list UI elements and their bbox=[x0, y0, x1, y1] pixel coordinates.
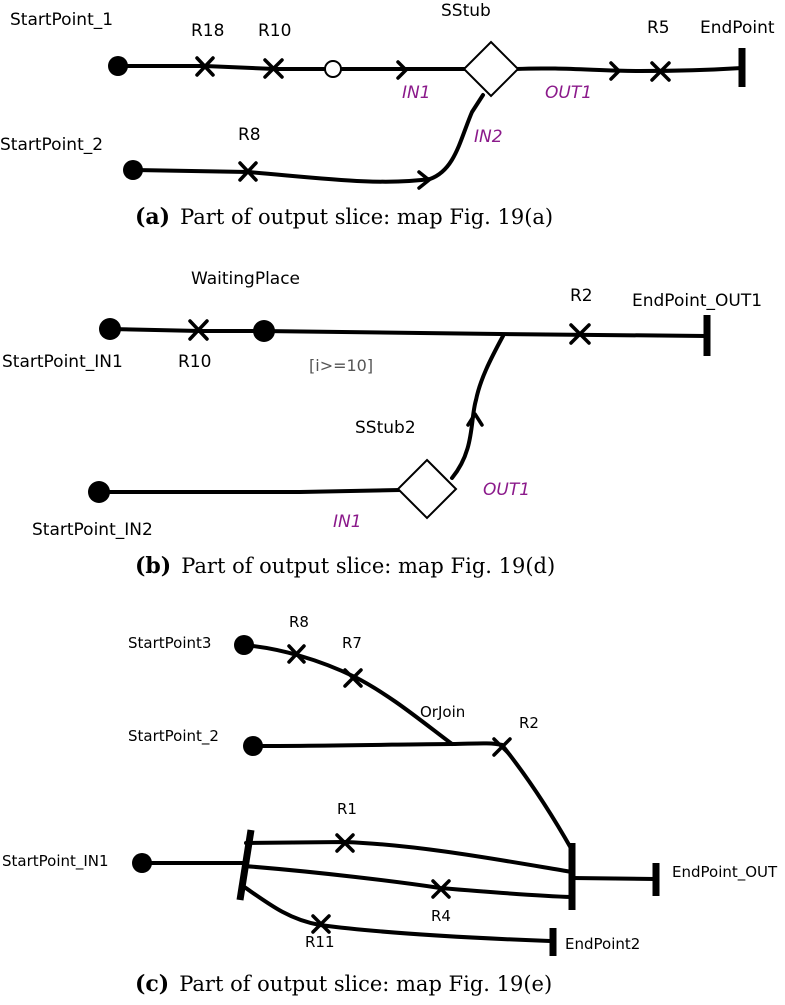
r2-path bbox=[500, 743, 574, 852]
caption-b: (b) Part of output slice: map Fig. 19(d) bbox=[135, 553, 555, 579]
caption-b-tag: (b) bbox=[135, 553, 171, 579]
waiting-place-label: WaitingPlace bbox=[191, 269, 300, 289]
caption-c-tag: (c) bbox=[135, 971, 169, 997]
panel-b: WaitingPlace R2 EndPoint_OUT1 StartPoint… bbox=[2, 269, 762, 579]
start-point-1-marker bbox=[108, 56, 128, 76]
r10-responsibility bbox=[263, 58, 284, 79]
end-point-out-label: EndPoint_OUT bbox=[672, 863, 778, 882]
r7-responsibility-c bbox=[343, 668, 363, 688]
start-point3-marker bbox=[234, 635, 254, 655]
r2-responsibility-c bbox=[492, 737, 512, 757]
out1-path-b bbox=[450, 334, 505, 480]
sstub-label: SStub bbox=[441, 1, 491, 21]
end-point2-label: EndPoint2 bbox=[565, 935, 640, 953]
caption-a: (a) Part of output slice: map Fig. 19(a) bbox=[135, 204, 553, 230]
start-point-in2-label: StartPoint_IN2 bbox=[32, 520, 153, 540]
r4-label-c: R4 bbox=[431, 907, 451, 925]
start-point-2-marker-c bbox=[243, 736, 263, 756]
sstub2-label: SStub2 bbox=[355, 418, 416, 438]
r18-label: R18 bbox=[191, 21, 224, 41]
r1-path bbox=[244, 840, 574, 874]
start-point-2-marker bbox=[123, 160, 143, 180]
start-point-in1-marker-c bbox=[132, 853, 152, 873]
r8-label: R8 bbox=[238, 125, 261, 145]
arrow-out1 bbox=[609, 61, 621, 81]
r8-label-c: R8 bbox=[289, 613, 309, 631]
start-point-in1-label-c: StartPoint_IN1 bbox=[2, 852, 109, 871]
caption-c: (c) Part of output slice: map Fig. 19(e) bbox=[135, 971, 552, 997]
start-point-2-label: StartPoint_2 bbox=[0, 135, 103, 155]
end-out-path bbox=[570, 876, 657, 881]
in2-path bbox=[98, 488, 402, 494]
end-point-label: EndPoint bbox=[700, 18, 775, 38]
orjoin-label: OrJoin bbox=[420, 703, 465, 721]
empty-point-marker bbox=[324, 60, 342, 78]
r4-path bbox=[242, 864, 574, 899]
main-path-2 bbox=[133, 93, 485, 184]
start3-path bbox=[241, 643, 454, 746]
r5-responsibility bbox=[650, 61, 671, 82]
r5-label: R5 bbox=[647, 18, 670, 38]
end-point-out1-label: EndPoint_OUT1 bbox=[632, 291, 762, 311]
start-point-1-label: StartPoint_1 bbox=[10, 10, 113, 30]
fork-bar bbox=[236, 829, 255, 901]
r11-path bbox=[241, 884, 552, 943]
r10-label: R10 bbox=[258, 21, 291, 41]
main-path-1 bbox=[118, 64, 467, 71]
r7-label-c: R7 bbox=[342, 634, 362, 652]
r18-responsibility bbox=[195, 56, 215, 77]
r8-responsibility-c bbox=[287, 644, 306, 664]
r10-label-b: R10 bbox=[178, 352, 211, 372]
start2-path bbox=[251, 741, 504, 748]
start-point-in2-marker bbox=[88, 481, 110, 503]
caption-a-text: Part of output slice: map Fig. 19(a) bbox=[180, 205, 553, 229]
r4-responsibility-c bbox=[431, 879, 451, 899]
in1-port-label: IN1 bbox=[402, 83, 431, 103]
r8-responsibility bbox=[238, 161, 258, 182]
start-point3-label: StartPoint3 bbox=[128, 634, 211, 652]
sstub-diamond bbox=[462, 40, 520, 98]
panel-c: StartPoint3 R8 R7 OrJoin R2 StartPoint_2… bbox=[2, 613, 778, 997]
start-point-in1-label: StartPoint_IN1 bbox=[2, 352, 123, 372]
r2-label: R2 bbox=[570, 286, 593, 306]
in2-port-label: IN2 bbox=[474, 127, 503, 147]
out-path bbox=[514, 66, 744, 73]
out1-port-label-b: OUT1 bbox=[483, 480, 530, 500]
r11-label-c: R11 bbox=[305, 933, 335, 951]
arrow-out1-b bbox=[466, 412, 484, 427]
start-point-in1-marker bbox=[99, 318, 121, 340]
r2-responsibility-b bbox=[569, 323, 591, 345]
in1-port-label-b: IN1 bbox=[333, 512, 362, 532]
caption-a-tag: (a) bbox=[135, 204, 170, 230]
sstub2-diamond bbox=[396, 458, 458, 520]
r10-responsibility-b bbox=[188, 319, 209, 341]
r2-label-c: R2 bbox=[519, 714, 539, 732]
r1-label-c: R1 bbox=[337, 800, 357, 818]
waiting-place-marker bbox=[253, 320, 275, 342]
caption-b-text: Part of output slice: map Fig. 19(d) bbox=[181, 554, 555, 578]
r11-responsibility-c bbox=[311, 914, 331, 934]
arrow-in1 bbox=[396, 60, 408, 80]
condition-label: [i>=10] bbox=[309, 356, 373, 375]
arrow-in2 bbox=[417, 170, 431, 190]
caption-c-text: Part of output slice: map Fig. 19(e) bbox=[179, 972, 552, 996]
out1-port-label: OUT1 bbox=[545, 83, 592, 103]
start-point-2-label-c: StartPoint_2 bbox=[128, 727, 219, 746]
r1-responsibility-c bbox=[335, 833, 355, 853]
panel-a: StartPoint_1 R18 R10 SStub R5 EndPoint S… bbox=[0, 1, 775, 230]
